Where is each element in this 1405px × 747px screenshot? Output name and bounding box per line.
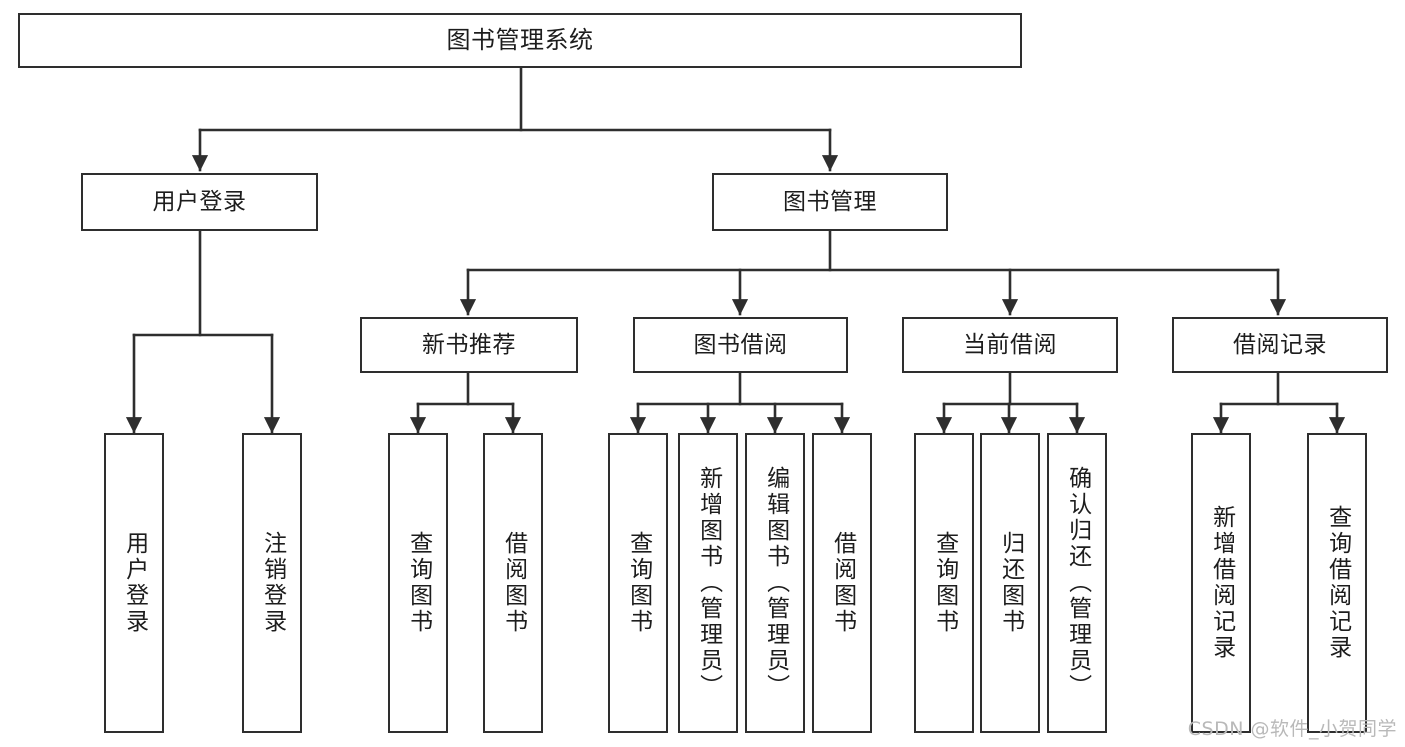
node-borrow-record[interactable]: 借阅记录: [1172, 317, 1388, 373]
node-label: 查询图书: [931, 531, 958, 635]
leaf-current-borrow-confirm-return[interactable]: 确认归还（管理员）: [1047, 433, 1107, 733]
leaf-book-borrow-add[interactable]: 新增图书（管理员）: [678, 433, 738, 733]
leaf-user-login-logout[interactable]: 注销登录: [242, 433, 302, 733]
node-label: 用户登录: [152, 188, 247, 215]
leaf-borrow-record-query[interactable]: 查询借阅记录: [1307, 433, 1367, 733]
node-current-borrow[interactable]: 当前借阅: [902, 317, 1118, 373]
node-label: 新增借阅记录: [1208, 505, 1235, 661]
node-label: 图书管理: [783, 188, 877, 215]
leaf-new-book-borrow[interactable]: 借阅图书: [483, 433, 543, 733]
node-book-borrow[interactable]: 图书借阅: [633, 317, 848, 373]
node-label: 确认归还（管理员）: [1064, 466, 1091, 700]
leaf-borrow-record-add[interactable]: 新增借阅记录: [1191, 433, 1251, 733]
node-label: 用户登录: [121, 531, 148, 635]
node-label: 注销登录: [259, 531, 286, 635]
node-new-book-recommend[interactable]: 新书推荐: [360, 317, 578, 373]
node-label: 借阅图书: [500, 531, 527, 635]
node-label: 当前借阅: [963, 331, 1057, 358]
node-label: 新书推荐: [422, 331, 516, 358]
leaf-current-borrow-query[interactable]: 查询图书: [914, 433, 974, 733]
node-label: 归还图书: [997, 531, 1024, 635]
node-label: 借阅图书: [829, 531, 856, 635]
node-label: 查询借阅记录: [1324, 505, 1351, 661]
node-label: 编辑图书（管理员）: [762, 466, 789, 700]
leaf-book-borrow-query[interactable]: 查询图书: [608, 433, 668, 733]
leaf-book-borrow-borrow[interactable]: 借阅图书: [812, 433, 872, 733]
node-book-management[interactable]: 图书管理: [712, 173, 948, 231]
node-label: 查询图书: [405, 531, 432, 635]
node-label: 图书借阅: [693, 331, 788, 358]
node-label: 查询图书: [625, 531, 652, 635]
leaf-user-login-login[interactable]: 用户登录: [104, 433, 164, 733]
node-root-system[interactable]: 图书管理系统: [18, 13, 1022, 68]
leaf-current-borrow-return[interactable]: 归还图书: [980, 433, 1040, 733]
node-user-login[interactable]: 用户登录: [81, 173, 318, 231]
node-label: 图书管理系统: [446, 25, 594, 54]
watermark: CSDN @软件_小贺同学: [1187, 718, 1397, 740]
leaf-new-book-query[interactable]: 查询图书: [388, 433, 448, 733]
leaf-book-borrow-edit[interactable]: 编辑图书（管理员）: [745, 433, 805, 733]
node-label: 新增图书（管理员）: [695, 466, 722, 700]
node-label: 借阅记录: [1233, 331, 1327, 358]
